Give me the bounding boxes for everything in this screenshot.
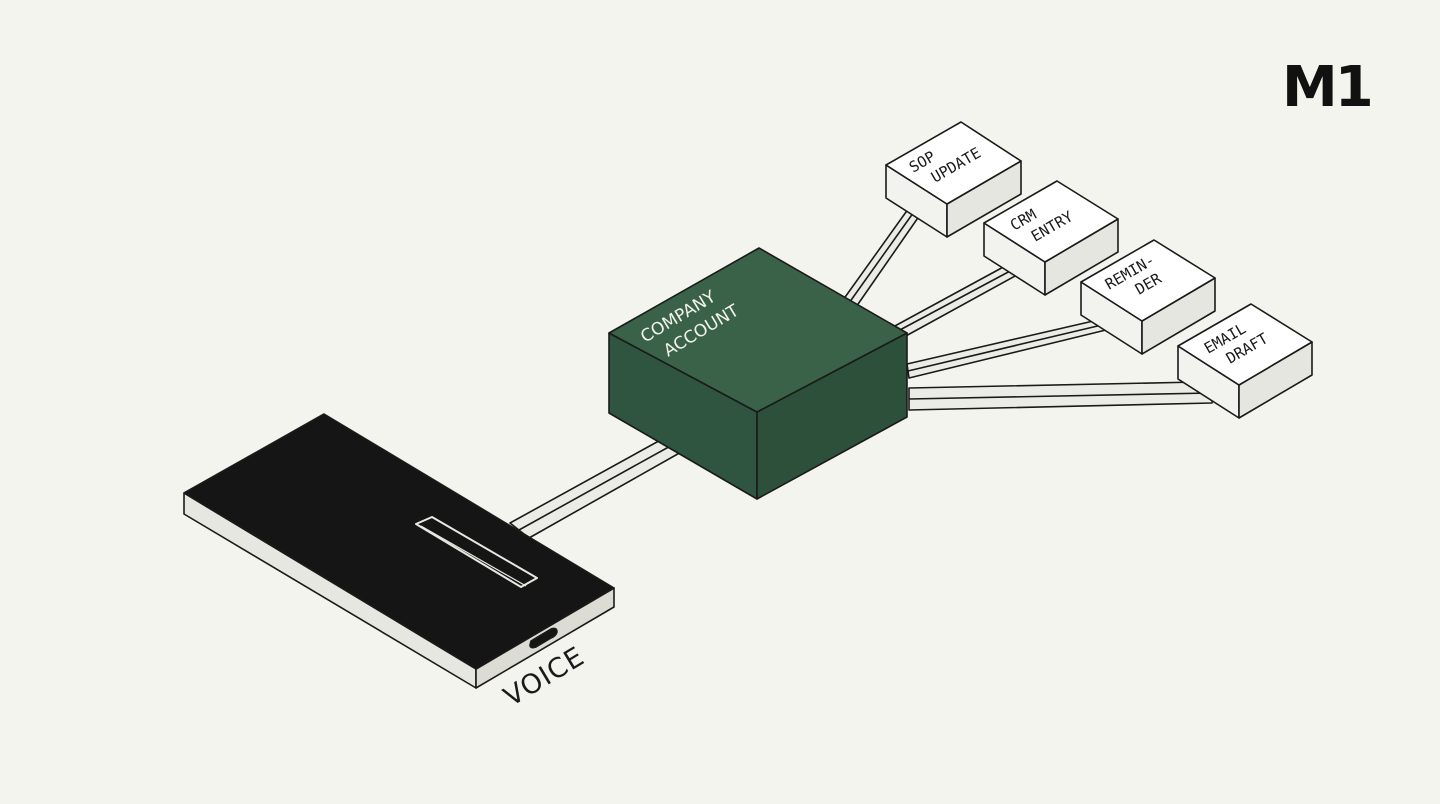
company-account-hub (608, 247, 908, 500)
output-box-crm-entry (983, 180, 1119, 296)
output-box-reminder (1080, 239, 1216, 355)
output-box-email-draft (1177, 303, 1313, 419)
voice-device-slot (415, 516, 538, 588)
output-box-sop-update (885, 121, 1022, 238)
pipe-voice-to-hub (509, 436, 684, 539)
pipe-hub-to-reminder (906, 318, 1111, 379)
voice-device-top (183, 413, 615, 670)
pipe-hub-to-crm-entry (892, 264, 1018, 338)
pipe-hub-to-email-draft (908, 381, 1214, 411)
hub-top (608, 247, 908, 413)
voice-device (183, 413, 615, 689)
usb-port-icon (529, 627, 558, 649)
pipe-hub-to-sop-update (842, 204, 923, 308)
brand-logo: M1 (1282, 55, 1371, 120)
